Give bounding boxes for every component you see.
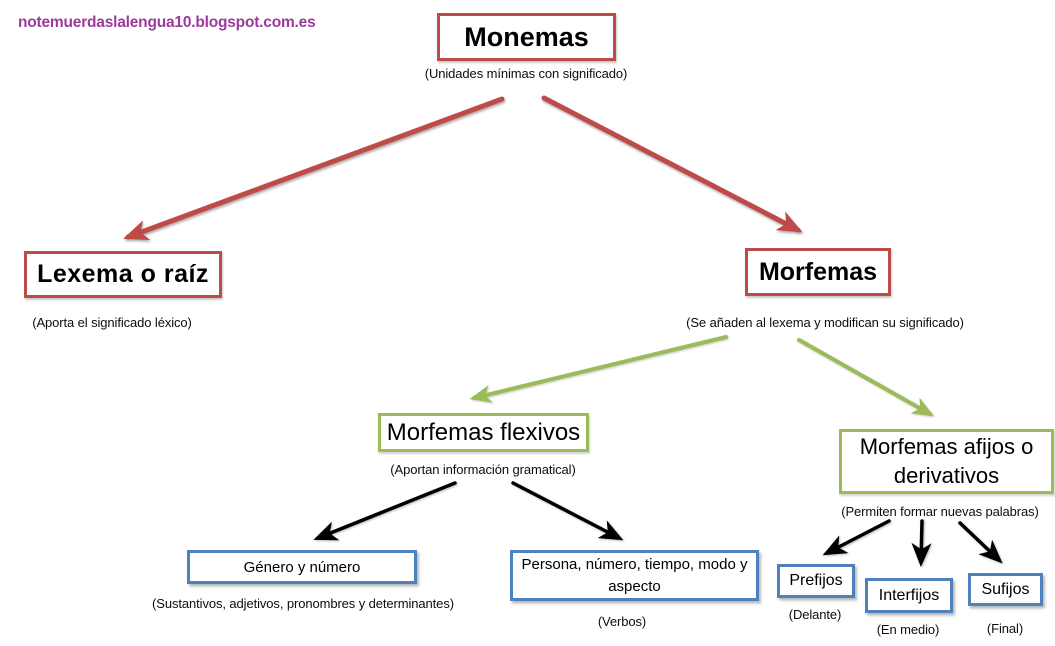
arrow-afijos-to-prefijos xyxy=(822,519,891,556)
node-morfemas-afijos: Morfemas afijos o derivativos xyxy=(839,429,1054,494)
arrow-flexivos-to-genero xyxy=(313,481,457,541)
node-morfemas-afijos-label: Morfemas afijos o derivativos xyxy=(859,433,1034,488)
node-genero-numero-label: Género y número xyxy=(243,558,361,576)
arrow-morfemas-to-afijos xyxy=(797,338,934,417)
note-morfemas-flexivos: (Aportan información gramatical) xyxy=(390,462,576,477)
node-persona-numero-tiempo: Persona, número, tiempo, modo y aspecto xyxy=(510,550,759,601)
node-prefijos: Prefijos xyxy=(777,564,855,598)
note-lexema: (Aporta el significado léxico) xyxy=(32,315,192,330)
note-morfemas: (Se añaden al lexema y modifican su sign… xyxy=(686,315,964,330)
node-morfemas-flexivos-label: Morfemas flexivos xyxy=(386,418,581,446)
node-monemas: Monemas xyxy=(437,13,616,61)
arrow-afijos-to-sufijos xyxy=(958,521,1003,564)
node-sufijos: Sufijos xyxy=(968,573,1043,606)
node-interfijos: Interfijos xyxy=(865,578,953,613)
arrow-monemas-to-lexema xyxy=(123,96,505,240)
node-lexema: Lexema o raíz xyxy=(24,251,222,298)
node-morfemas-label: Morfemas xyxy=(758,257,878,286)
note-interfijos: (En medio) xyxy=(876,622,940,637)
node-persona-numero-tiempo-label: Persona, número, tiempo, modo y aspecto xyxy=(521,555,748,595)
node-prefijos-label: Prefijos xyxy=(789,572,843,589)
node-morfemas: Morfemas xyxy=(745,248,891,296)
note-sufijos: (Final) xyxy=(986,621,1024,636)
arrow-monemas-to-morfemas xyxy=(541,95,803,233)
node-genero-numero: Género y número xyxy=(187,550,417,584)
node-monemas-label: Monemas xyxy=(464,21,589,52)
node-sufijos-label: Sufijos xyxy=(981,580,1030,598)
blog-url-watermark: notemuerdaslalengua10.blogspot.com.es xyxy=(18,14,316,31)
note-monemas: (Unidades mínimas con significado) xyxy=(424,66,628,81)
node-morfemas-flexivos: Morfemas flexivos xyxy=(378,413,589,452)
note-genero-numero: (Sustantivos, adjetivos, pronombres y de… xyxy=(152,596,454,611)
node-lexema-label: Lexema o raíz xyxy=(37,260,209,288)
arrow-flexivos-to-persona xyxy=(511,481,624,541)
note-morfemas-afijos: (Permiten formar nuevas palabras) xyxy=(841,504,1039,519)
note-persona-numero-tiempo: (Verbos) xyxy=(597,614,647,629)
node-interfijos-label: Interfijos xyxy=(878,586,940,604)
note-prefijos: (Delante) xyxy=(788,607,842,622)
arrow-afijos-to-interfijos xyxy=(911,519,932,567)
arrow-morfemas-to-flexivos xyxy=(469,335,728,403)
